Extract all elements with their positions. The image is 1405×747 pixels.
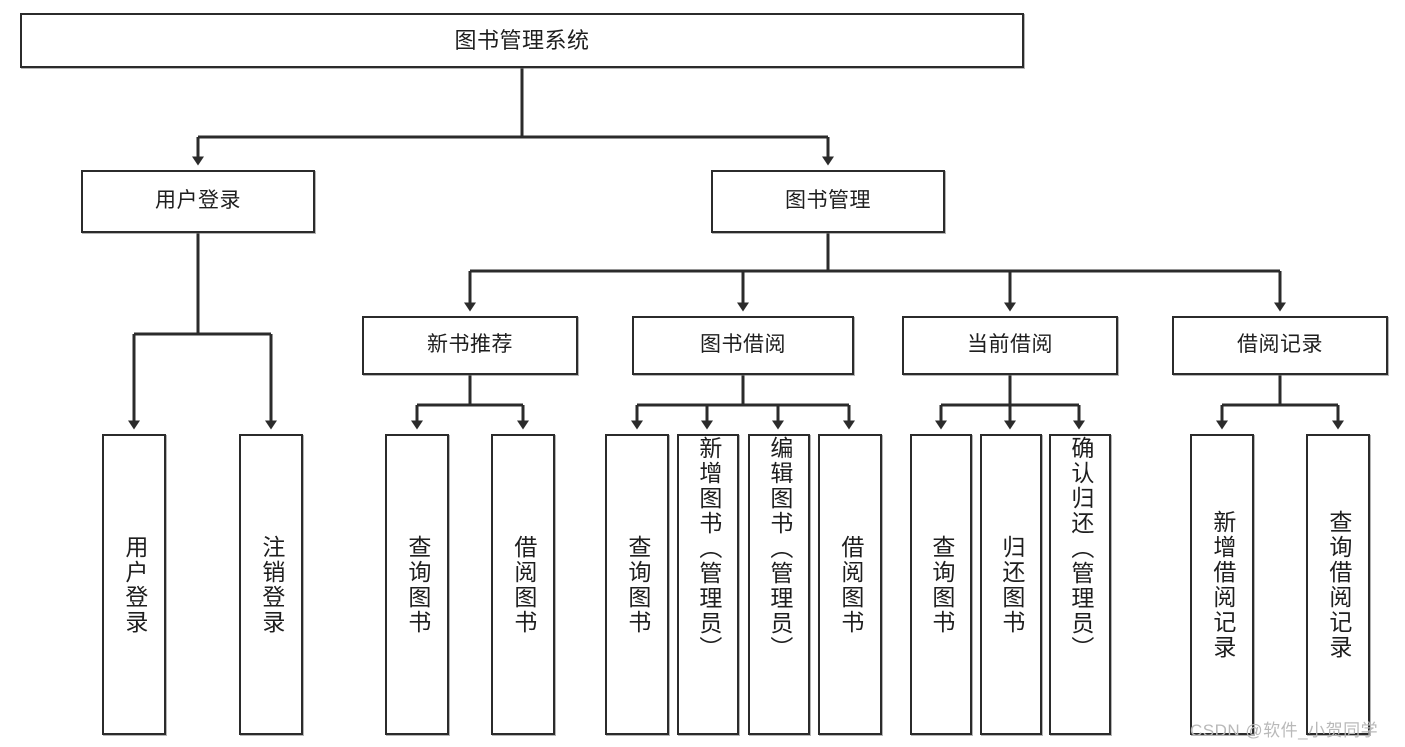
node-label: 用户登录 — [155, 189, 241, 213]
node-leaf-logout[interactable]: 注销登录 — [239, 434, 303, 735]
node-label: 归还图书 — [998, 534, 1025, 635]
node-label: 图书借阅 — [700, 333, 786, 357]
node-leaf-add-book[interactable]: 新增图书（管理员） — [677, 434, 739, 735]
csdn-watermark: CSDN @软件_小贺同学 — [1190, 721, 1379, 740]
node-label: 图书管理 — [785, 189, 871, 213]
node-leaf-add-record[interactable]: 新增借阅记录 — [1190, 434, 1254, 735]
node-label: 确认归还（管理员） — [1067, 436, 1094, 661]
node-leaf-edit-book[interactable]: 编辑图书（管理员） — [748, 434, 810, 735]
node-leaf-query-record[interactable]: 查询借阅记录 — [1306, 434, 1370, 735]
node-user-login[interactable]: 用户登录 — [81, 170, 315, 233]
node-borrow-record[interactable]: 借阅记录 — [1172, 316, 1388, 375]
node-label: 注销登录 — [258, 534, 285, 635]
node-leaf-borrow-book-2[interactable]: 借阅图书 — [818, 434, 882, 735]
node-root-book-management-system[interactable]: 图书管理系统 — [20, 13, 1024, 68]
node-label: 借阅记录 — [1237, 333, 1323, 357]
node-label: 借阅图书 — [837, 534, 864, 635]
node-book-borrow[interactable]: 图书借阅 — [632, 316, 854, 375]
node-label: 查询图书 — [928, 534, 955, 635]
node-label: 图书管理系统 — [454, 27, 590, 53]
node-label: 新书推荐 — [427, 333, 513, 357]
node-label: 查询图书 — [624, 534, 651, 635]
node-leaf-borrow-book-1[interactable]: 借阅图书 — [491, 434, 555, 735]
node-label: 用户登录 — [121, 534, 148, 635]
node-label: 新增图书（管理员） — [695, 436, 722, 661]
node-label: 查询借阅记录 — [1325, 509, 1352, 660]
node-leaf-return-book[interactable]: 归还图书 — [980, 434, 1042, 735]
node-leaf-query-book-3[interactable]: 查询图书 — [910, 434, 972, 735]
node-label: 借阅图书 — [510, 534, 537, 635]
node-book-management[interactable]: 图书管理 — [711, 170, 945, 233]
node-new-book-recommend[interactable]: 新书推荐 — [362, 316, 578, 375]
node-label: 查询图书 — [404, 534, 431, 635]
node-label: 新增借阅记录 — [1209, 509, 1236, 660]
node-label: 编辑图书（管理员） — [766, 436, 793, 661]
node-leaf-query-book-1[interactable]: 查询图书 — [385, 434, 449, 735]
node-leaf-query-book-2[interactable]: 查询图书 — [605, 434, 669, 735]
node-leaf-confirm-return[interactable]: 确认归还（管理员） — [1049, 434, 1111, 735]
node-label: 当前借阅 — [967, 333, 1053, 357]
node-current-borrow[interactable]: 当前借阅 — [902, 316, 1118, 375]
node-leaf-user-login[interactable]: 用户登录 — [102, 434, 166, 735]
